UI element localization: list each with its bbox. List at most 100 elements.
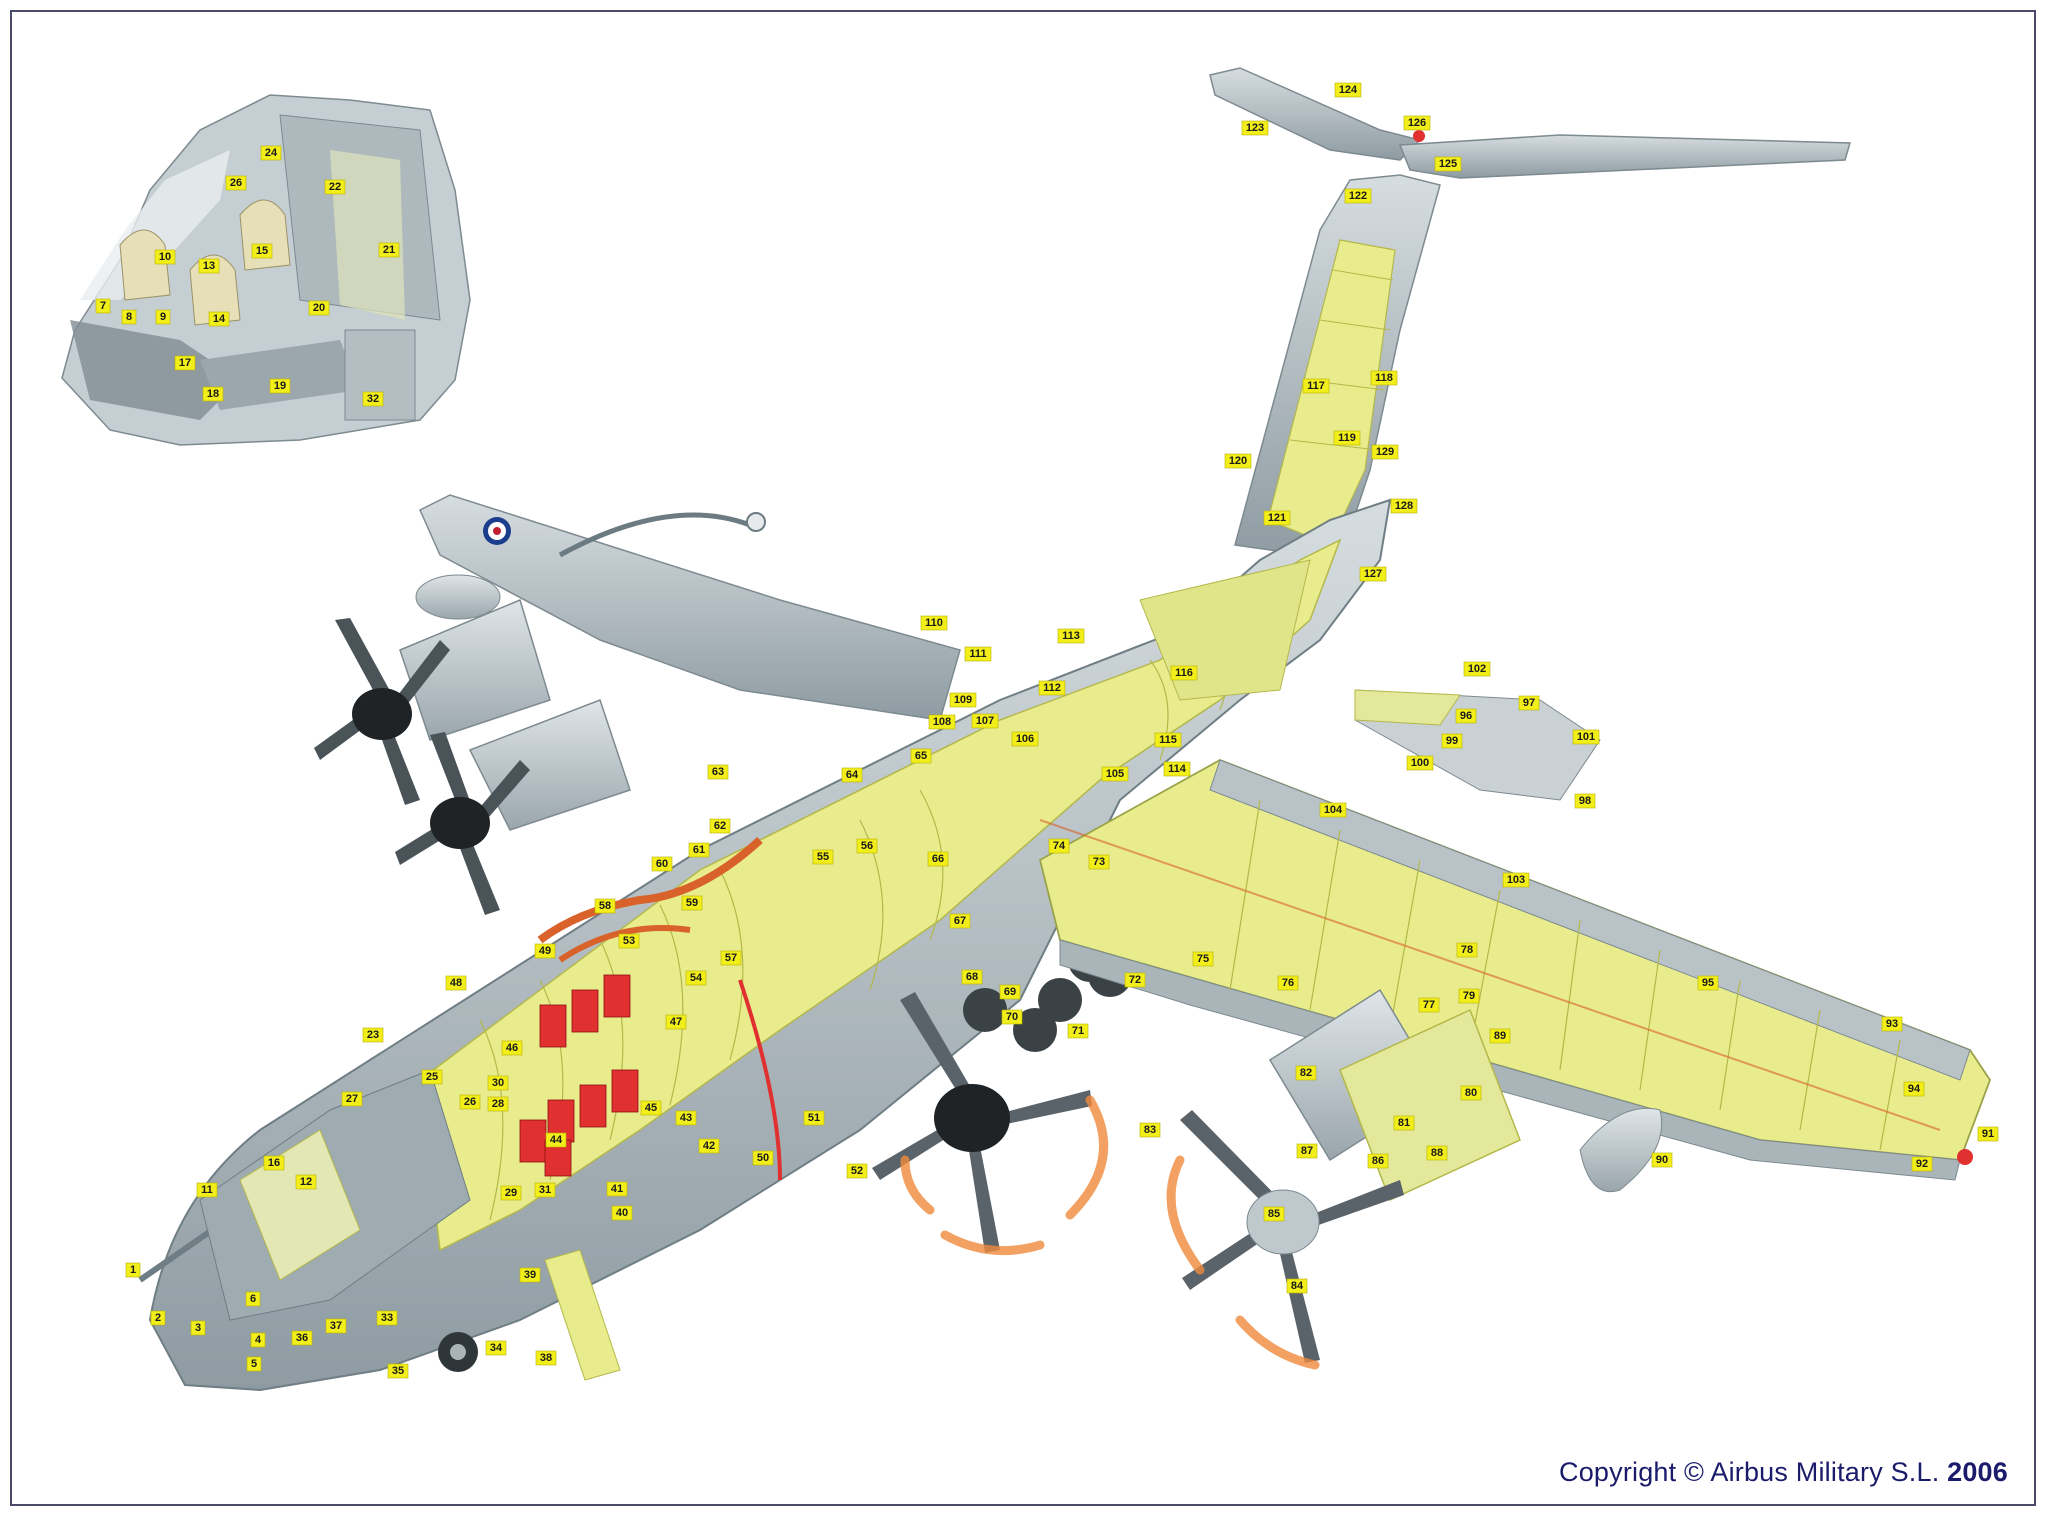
- callout-70: 70: [1001, 1009, 1023, 1025]
- callout-109: 109: [949, 692, 977, 708]
- svg-text:81: 81: [1398, 1117, 1410, 1129]
- svg-text:62: 62: [714, 820, 726, 832]
- svg-text:99: 99: [1446, 735, 1458, 747]
- callout-44: 44: [545, 1132, 567, 1148]
- callout-2: 2: [150, 1310, 166, 1326]
- callout-35: 35: [387, 1363, 409, 1379]
- callout-91: 91: [1977, 1126, 1999, 1142]
- callout-87: 87: [1296, 1143, 1318, 1159]
- svg-text:111: 111: [969, 648, 986, 660]
- callout-124: 124: [1334, 82, 1362, 98]
- svg-text:106: 106: [1016, 733, 1034, 745]
- svg-text:43: 43: [680, 1112, 692, 1124]
- svg-text:69: 69: [1004, 986, 1016, 998]
- svg-text:84: 84: [1291, 1280, 1304, 1292]
- callout-15: 15: [251, 243, 273, 259]
- callout-41: 41: [606, 1181, 628, 1197]
- callout-4: 4: [250, 1332, 266, 1348]
- svg-text:64: 64: [846, 769, 859, 781]
- callout-64: 64: [841, 767, 863, 783]
- callout-94: 94: [1903, 1081, 1925, 1097]
- callout-106: 106: [1011, 731, 1039, 747]
- svg-text:97: 97: [1523, 697, 1535, 709]
- callout-8: 8: [121, 309, 137, 325]
- callout-116: 116: [1170, 665, 1198, 681]
- svg-text:124: 124: [1339, 84, 1358, 96]
- svg-text:122: 122: [1349, 190, 1367, 202]
- callout-1: 1: [125, 1262, 141, 1278]
- svg-text:119: 119: [1338, 432, 1356, 444]
- callout-24: 24: [260, 145, 282, 161]
- svg-text:1: 1: [130, 1264, 136, 1276]
- svg-text:26: 26: [230, 177, 242, 189]
- svg-text:44: 44: [550, 1134, 563, 1146]
- svg-text:98: 98: [1579, 795, 1591, 807]
- callout-12: 12: [295, 1174, 317, 1190]
- callout-92: 92: [1911, 1156, 1933, 1172]
- svg-text:103: 103: [1507, 874, 1525, 886]
- svg-text:30: 30: [492, 1077, 504, 1089]
- svg-text:107: 107: [976, 715, 994, 727]
- svg-text:27: 27: [346, 1093, 358, 1105]
- callout-85: 85: [1263, 1206, 1285, 1222]
- svg-text:118: 118: [1375, 372, 1393, 384]
- callout-100: 100: [1406, 755, 1434, 771]
- callout-105: 105: [1101, 766, 1129, 782]
- copyright-text: Copyright © Airbus Military S.L.: [1559, 1457, 1940, 1487]
- copyright-notice: Copyright © Airbus Military S.L. 2006: [1559, 1457, 2008, 1488]
- callout-115: 115: [1154, 732, 1182, 748]
- callout-77: 77: [1418, 997, 1440, 1013]
- svg-text:101: 101: [1577, 731, 1595, 743]
- callout-25: 25: [421, 1069, 443, 1085]
- svg-text:34: 34: [490, 1342, 503, 1354]
- fuselage-structure: [419, 538, 1342, 1252]
- svg-text:121: 121: [1268, 512, 1286, 524]
- svg-text:54: 54: [690, 972, 703, 984]
- svg-text:11: 11: [201, 1184, 213, 1196]
- svg-text:3: 3: [195, 1322, 201, 1334]
- svg-text:78: 78: [1461, 944, 1473, 956]
- svg-text:49: 49: [539, 945, 551, 957]
- svg-text:83: 83: [1144, 1124, 1156, 1136]
- svg-text:23: 23: [367, 1029, 379, 1041]
- callout-98: 98: [1574, 793, 1596, 809]
- svg-text:22: 22: [329, 181, 341, 193]
- callout-102: 102: [1463, 661, 1491, 677]
- svg-text:59: 59: [686, 897, 698, 909]
- svg-text:9: 9: [160, 311, 166, 323]
- svg-text:75: 75: [1197, 953, 1209, 965]
- callout-81: 81: [1393, 1115, 1415, 1131]
- callout-30: 30: [487, 1075, 509, 1091]
- callout-93: 93: [1881, 1016, 1903, 1032]
- callout-65: 65: [910, 748, 932, 764]
- callout-42: 42: [698, 1138, 720, 1154]
- callout-62: 62: [709, 818, 731, 834]
- svg-text:51: 51: [808, 1112, 820, 1124]
- callout-95: 95: [1697, 975, 1719, 991]
- callout-104: 104: [1319, 802, 1347, 818]
- callout-69: 69: [999, 984, 1021, 1000]
- callout-126: 126: [1403, 115, 1431, 131]
- svg-text:128: 128: [1395, 500, 1413, 512]
- callout-71: 71: [1067, 1023, 1089, 1039]
- callout-36: 36: [291, 1330, 313, 1346]
- svg-text:125: 125: [1439, 158, 1457, 170]
- callout-75: 75: [1192, 951, 1214, 967]
- svg-text:58: 58: [599, 900, 611, 912]
- callout-127: 127: [1359, 566, 1387, 582]
- svg-text:115: 115: [1159, 734, 1177, 746]
- callout-47: 47: [665, 1014, 687, 1030]
- callout-60: 60: [651, 856, 673, 872]
- svg-text:67: 67: [954, 915, 966, 927]
- svg-text:55: 55: [817, 851, 829, 863]
- propeller-rotation-arrow: [900, 1095, 1320, 1370]
- callout-26: 26: [459, 1094, 481, 1110]
- svg-text:90: 90: [1656, 1154, 1668, 1166]
- svg-text:42: 42: [703, 1140, 715, 1152]
- svg-text:45: 45: [645, 1102, 657, 1114]
- callout-16: 16: [263, 1155, 285, 1171]
- callout-21: 21: [378, 242, 400, 258]
- svg-text:102: 102: [1468, 663, 1486, 675]
- callout-46: 46: [501, 1040, 523, 1056]
- callout-78: 78: [1456, 942, 1478, 958]
